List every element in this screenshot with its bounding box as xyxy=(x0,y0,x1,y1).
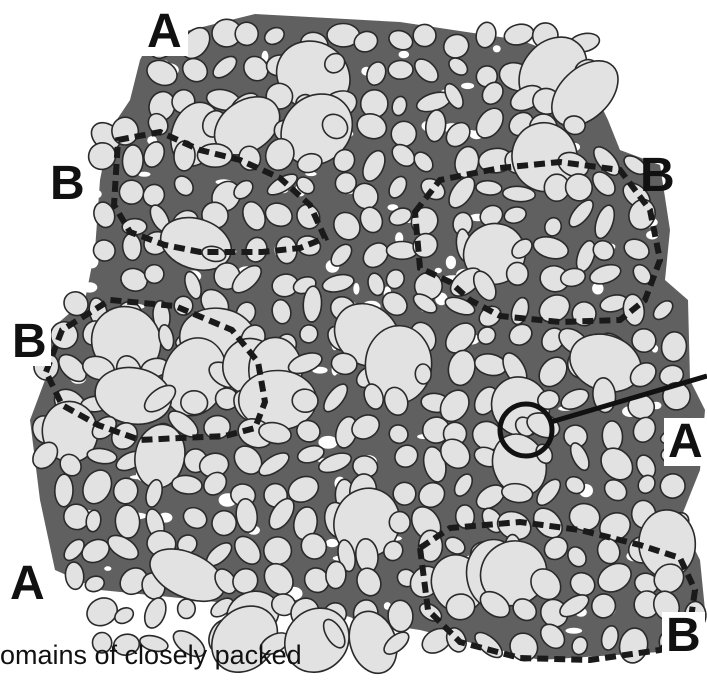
label-a-bottom-left: A xyxy=(6,560,49,608)
grain xyxy=(389,511,411,534)
grain xyxy=(602,420,624,452)
label-a-right: A xyxy=(664,418,707,466)
grain xyxy=(141,595,170,631)
grain xyxy=(415,364,431,385)
pore xyxy=(461,83,474,89)
label-a-top: A xyxy=(141,8,188,56)
grain xyxy=(55,474,74,507)
label-b-right-upper: B xyxy=(640,152,675,200)
pore xyxy=(89,189,102,198)
grain xyxy=(177,599,195,619)
pore xyxy=(644,38,654,45)
caption-text: omains of closely packed xyxy=(0,640,302,671)
pore xyxy=(104,566,111,571)
pore xyxy=(160,628,172,634)
grain xyxy=(82,593,122,631)
pore xyxy=(67,127,83,138)
grain xyxy=(144,264,165,284)
pore xyxy=(566,628,583,634)
label-b-right-lower: B xyxy=(662,612,705,660)
pore xyxy=(493,45,501,52)
pore xyxy=(326,539,338,547)
pore xyxy=(353,283,359,295)
pore xyxy=(65,224,80,229)
pore xyxy=(55,624,70,630)
grain xyxy=(122,145,144,177)
pore xyxy=(399,51,410,59)
grain xyxy=(388,60,413,79)
pore xyxy=(446,256,456,269)
label-b-left-middle: B xyxy=(8,318,51,366)
grain xyxy=(506,262,528,286)
label-b-left-upper: B xyxy=(50,160,85,208)
grain xyxy=(413,24,436,47)
pore xyxy=(82,282,98,292)
